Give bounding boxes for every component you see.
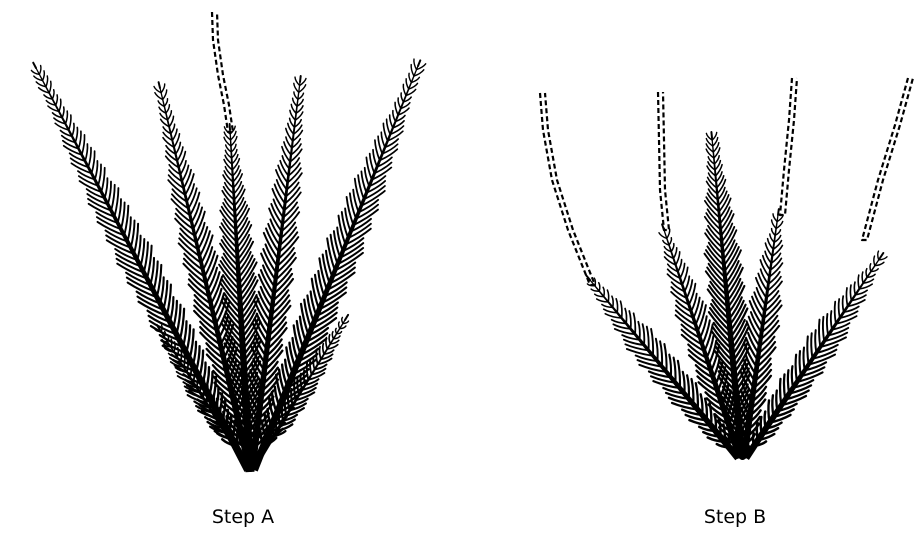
central-candle-outline: [212, 12, 233, 132]
step-a-drawing: [31, 12, 425, 472]
step-a-caption: Step A: [212, 505, 274, 529]
left-outer-branch: [31, 63, 251, 472]
inner-left-candle-outline: [658, 92, 669, 230]
step-b-caption: Step B: [704, 505, 766, 529]
step-b-drawing: [540, 78, 913, 460]
right-candle-outline: [862, 78, 913, 240]
left-candle-outline: [540, 93, 595, 285]
right-outer-stub: [743, 251, 887, 460]
inner-right-candle-outline: [780, 78, 797, 215]
